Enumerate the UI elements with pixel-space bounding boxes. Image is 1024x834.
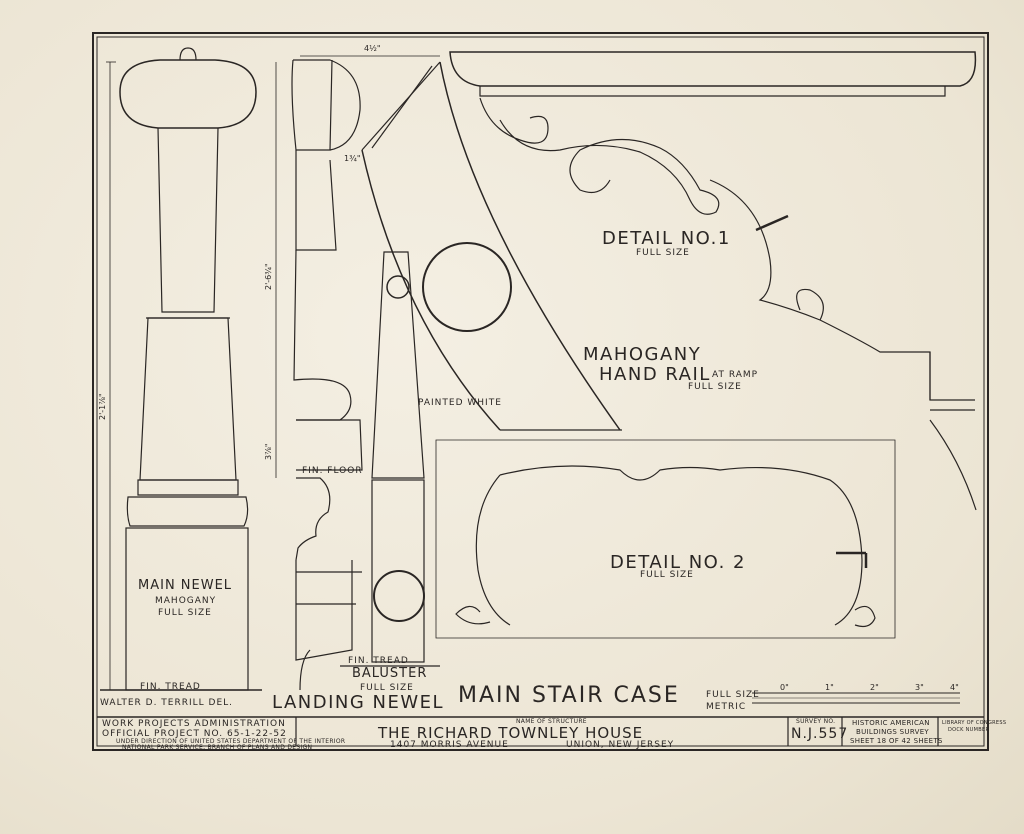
baluster-scale: FULL SIZE (360, 683, 414, 693)
baluster-tread: FIN. TREAD (348, 656, 409, 666)
agency-line4: NATIONAL PARK SERVICE, BRANCH OF PLANS A… (122, 744, 313, 751)
structure-name: THE RICHARD TOWNLEY HOUSE (378, 724, 644, 742)
habs-line2: BUILDINGS SURVEY (856, 728, 930, 736)
landing-newel-title: LANDING NEWEL (272, 692, 445, 713)
scale-tick: 0" (780, 683, 789, 692)
structure-location: UNION, NEW JERSEY (566, 740, 675, 750)
detail2-title: DETAIL NO. 2 (610, 552, 747, 573)
agency-line3: UNDER DIRECTION OF UNITED STATES DEPARTM… (116, 738, 346, 745)
detail1-scale: FULL SIZE (636, 248, 690, 258)
drafter-credit: WALTER D. TERRILL DEL. (100, 698, 234, 708)
scale-tick: 3" (915, 683, 924, 692)
hand-rail-line2: HAND RAIL (599, 364, 711, 385)
detail1-title: DETAIL NO.1 (602, 228, 731, 249)
landing-newel-floor: FIN. FLOOR (302, 466, 363, 476)
hand-rail-scale: FULL SIZE (688, 382, 742, 392)
baluster-note: PAINTED WHITE (418, 398, 502, 408)
agency-line1: WORK PROJECTS ADMINISTRATION (102, 719, 286, 729)
scale-tick: 4" (950, 683, 959, 692)
landing-newel-height-dim: 2'-6¾" (264, 263, 273, 290)
scale-label-metric: METRIC (706, 702, 747, 712)
dim-top: 4½" (364, 44, 381, 53)
main-newel-scale: FULL SIZE (158, 608, 212, 618)
landing-newel-small-dim: 3⅞" (264, 443, 273, 460)
main-newel-title: MAIN NEWEL (138, 578, 233, 593)
structure-label: NAME OF STRUCTURE (516, 718, 587, 725)
scale-tick: 2" (870, 683, 879, 692)
scale-label-full: FULL SIZE (706, 690, 760, 700)
agency-line2: OFFICIAL PROJECT NO. 65-1-22-52 (102, 729, 287, 739)
hand-rail-suffix: AT RAMP (712, 370, 759, 380)
main-newel-tread: FIN. TREAD (140, 682, 201, 692)
loc-line1: LIBRARY OF CONGRESS (942, 720, 1007, 726)
structure-address: 1407 MORRIS AVENUE (390, 740, 509, 750)
dim-neck: 1¾" (344, 154, 361, 163)
scale-tick: 1" (825, 683, 834, 692)
main-newel-height-dim: 2'-1⅞" (98, 393, 107, 420)
detail2-scale: FULL SIZE (640, 570, 694, 580)
survey-number: N.J.557 (791, 726, 849, 742)
sheet-info: SHEET 18 OF 42 SHEETS (850, 737, 943, 745)
baluster-title: BALUSTER (352, 666, 428, 681)
sheet-title: MAIN STAIR CASE (458, 683, 680, 708)
main-newel-material: MAHOGANY (155, 596, 217, 606)
habs-line1: HISTORIC AMERICAN (852, 719, 930, 727)
hand-rail-line1: MAHOGANY (583, 344, 702, 365)
survey-label: SURVEY NO. (796, 718, 836, 725)
loc-line2: DOCK NUMBER (948, 727, 990, 733)
